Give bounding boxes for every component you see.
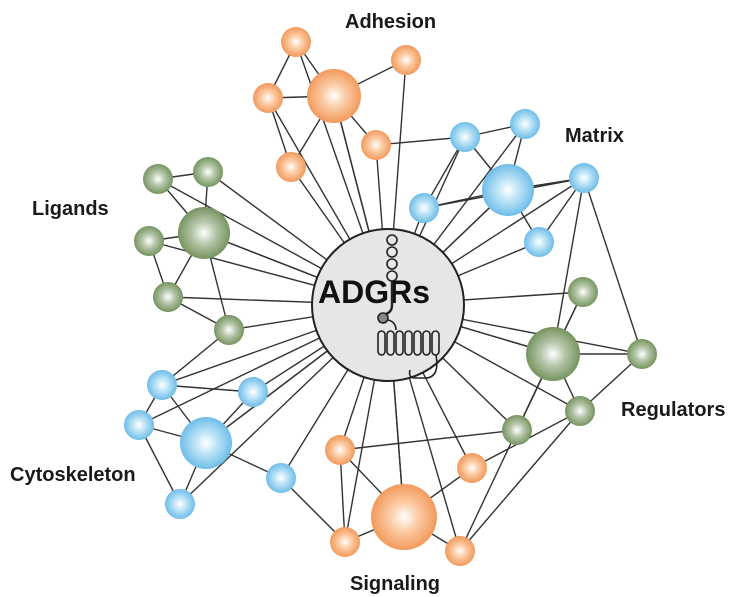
- label-cytoskeleton: Cytoskeleton: [10, 464, 136, 486]
- node-l6: [214, 315, 244, 345]
- node-l5: [153, 282, 183, 312]
- node-l4: [134, 226, 164, 256]
- node-a6: [276, 152, 306, 182]
- node-s5: [445, 536, 475, 566]
- edge-s4-c5: [280, 477, 346, 543]
- node-c1: [147, 370, 177, 400]
- node-r3: [627, 339, 657, 369]
- label-signaling: Signaling: [350, 573, 440, 595]
- label-matrix: Matrix: [565, 125, 624, 147]
- node-s3: [371, 484, 437, 550]
- hub-label: ADGRs: [318, 274, 430, 310]
- node-c6: [165, 489, 195, 519]
- node-s4: [330, 527, 360, 557]
- node-m6: [524, 227, 554, 257]
- node-c3: [124, 410, 154, 440]
- node-r1: [568, 277, 598, 307]
- edge-s1-r5: [339, 429, 518, 451]
- node-r5: [502, 415, 532, 445]
- receptor-icon: [377, 234, 440, 379]
- node-a4: [253, 83, 283, 113]
- edge-m4-r2: [552, 177, 585, 355]
- node-s2: [457, 453, 487, 483]
- node-l2: [193, 157, 223, 187]
- node-c4: [180, 417, 232, 469]
- node-l1: [143, 164, 173, 194]
- edge-s1-s4: [339, 449, 346, 543]
- node-c5: [266, 463, 296, 493]
- adgr-hub: ADGRs: [311, 228, 465, 382]
- node-a3: [391, 45, 421, 75]
- node-c2: [238, 377, 268, 407]
- edge-s5-r2: [459, 353, 554, 552]
- node-m1: [450, 122, 480, 152]
- edge-m4-r3: [583, 177, 643, 355]
- node-m4: [569, 163, 599, 193]
- label-adhesion: Adhesion: [345, 11, 436, 33]
- node-m5: [409, 193, 439, 223]
- node-a5: [361, 130, 391, 160]
- node-s1: [325, 435, 355, 465]
- node-r4: [565, 396, 595, 426]
- edge-s5-r4: [459, 410, 581, 552]
- label-ligands: Ligands: [32, 198, 109, 220]
- node-a1: [281, 27, 311, 57]
- hub-circle: [311, 228, 465, 382]
- node-m3: [482, 164, 534, 216]
- node-a2: [307, 69, 361, 123]
- network-nodes: [124, 27, 657, 566]
- node-l3: [178, 207, 230, 259]
- edge-c1-c2: [161, 384, 254, 393]
- node-r2: [526, 327, 580, 381]
- label-regulators: Regulators: [621, 399, 725, 421]
- node-m2: [510, 109, 540, 139]
